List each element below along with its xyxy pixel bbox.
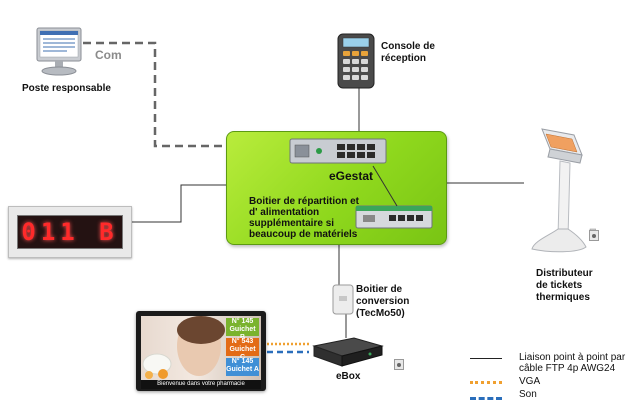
hub-internal-link <box>372 165 398 207</box>
led-number: 011 B <box>21 218 119 246</box>
egestat-title: eGestat <box>329 169 374 183</box>
distributeur-label: Distributeur de tickets thermiques <box>536 268 593 303</box>
counter-row: N° 145 Guichet A <box>226 358 259 376</box>
network-switch-icon <box>289 138 387 164</box>
pharmacy-display: N° 145 Guichet B N° 543 Guichet C N° 145… <box>136 311 266 391</box>
com-label: Com <box>95 48 122 62</box>
legend-label: Son <box>519 389 537 400</box>
legend-label: VGA <box>519 376 541 387</box>
counter-row: N° 543 Guichet C <box>226 338 259 361</box>
counter-desk: Guichet B <box>229 326 256 341</box>
legend-dashed-swatch <box>470 397 502 400</box>
egestat-hub: eGestat Boitier de répartition et d' ali… <box>226 131 447 245</box>
counter-number: N° 543 <box>231 338 254 345</box>
counter-desk: Guichet A <box>226 366 259 373</box>
led-screen: 011 B <box>17 215 123 249</box>
console-label: Console de réception <box>381 41 435 64</box>
monitor-icon <box>36 27 82 76</box>
led-link <box>130 184 226 223</box>
counter-number: N° 145 <box>231 318 254 325</box>
power-box-icon <box>355 205 433 229</box>
legend-label: Liaison point à point par câble FTP 4p A… <box>519 352 626 374</box>
egestat-description: Boitier de répartition et d' alimentatio… <box>249 196 360 240</box>
legend-solid-swatch <box>470 358 502 359</box>
com-dashed-line <box>83 41 226 148</box>
pharmacy-caption: Bienvenue dans votre pharmacie <box>141 380 261 389</box>
pharmacy-display-screen: N° 145 Guichet B N° 543 Guichet C N° 145… <box>141 316 261 380</box>
led-display-panel: 011 B <box>8 206 132 258</box>
counter-row: N° 145 Guichet B <box>226 318 259 341</box>
ebox-icon <box>312 337 384 367</box>
counter-desk: Guichet C <box>229 346 256 361</box>
conversion-label: Boitier de conversion (TecMo50) <box>356 284 410 319</box>
ebox-label: eBox <box>336 371 361 382</box>
keypad-icon <box>337 33 375 89</box>
advert-image <box>142 316 225 379</box>
counter-number: N° 145 <box>231 358 254 365</box>
legend-dotted-swatch <box>470 381 502 384</box>
poste-responsable-label: Poste responsable <box>22 83 111 94</box>
speaker-icon <box>394 359 404 370</box>
ticket-kiosk-icon <box>531 128 596 253</box>
conversion-box-icon <box>332 284 354 315</box>
small-speaker-icon <box>589 230 599 241</box>
